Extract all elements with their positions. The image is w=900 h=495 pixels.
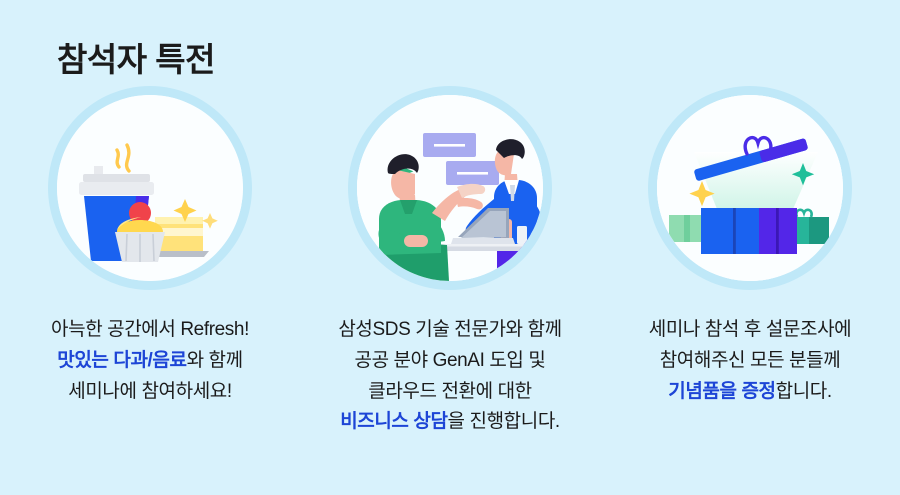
illustration-circle-souvenir xyxy=(657,95,843,281)
caption-text: 와 함께 xyxy=(186,349,244,371)
blue-person-tie xyxy=(510,185,515,201)
open-gift-box-illustration xyxy=(657,95,843,281)
caption-line: 맛있는 다과/음료와 함께 xyxy=(5,346,295,377)
desk-icon xyxy=(401,244,543,251)
caption-line: 아늑한 공간에서 Refresh! xyxy=(5,315,295,346)
caption-line: 클라우드 전환에 대한 xyxy=(305,377,595,408)
cake-slice-icon xyxy=(150,217,209,257)
person-green-shirt-icon xyxy=(378,154,486,281)
green-person-raised-arm xyxy=(432,187,469,221)
caption-line: 세미나 참석 후 설문조사에 xyxy=(605,315,895,346)
laptop-icon xyxy=(451,208,515,244)
ribbon-bow-icon xyxy=(743,136,773,156)
green-person-hand-lower xyxy=(456,198,483,210)
caption-text: 을 진행합니다. xyxy=(447,411,561,433)
caption-line: 세미나에 참여하세요! xyxy=(5,377,295,408)
cup-icon xyxy=(517,226,527,244)
cupcake-icon xyxy=(115,202,165,262)
caption-text: 참여해주신 모든 분들께 xyxy=(659,349,841,371)
illustration-circle-consulting xyxy=(357,95,543,281)
caption-text: 공공 분야 GenAI 도입 및 xyxy=(354,349,546,371)
cup-tab-icon xyxy=(94,166,103,175)
speech-bubble-icon xyxy=(423,133,499,185)
green-person-collar xyxy=(400,200,417,214)
caption-line: 공공 분야 GenAI 도입 및 xyxy=(305,346,595,377)
caption-line: 참여해주신 모든 분들께 xyxy=(605,346,895,377)
cup-lid-icon xyxy=(79,182,154,195)
caption-highlight: 맛있는 다과/음료 xyxy=(57,349,187,371)
green-person-hand-upper xyxy=(457,183,486,198)
page-title: 참석자 특전 xyxy=(57,41,215,78)
illustration-clip xyxy=(357,95,543,281)
green-person-face xyxy=(391,170,415,200)
caption-highlight: 기념품을 증정 xyxy=(668,380,776,402)
caption-text: 세미나에 참여하세요! xyxy=(68,380,232,402)
illustration-circle-refreshments xyxy=(57,95,243,281)
caption-line: 삼성SDS 기술 전문가와 함께 xyxy=(305,315,595,346)
gift-box-icon xyxy=(701,208,797,254)
caption-text: 클라우드 전환에 대한 xyxy=(368,380,532,402)
green-person-hair xyxy=(387,154,419,174)
business-consultation-illustration xyxy=(357,95,543,281)
caption-text: 세미나 참석 후 설문조사에 xyxy=(648,319,852,340)
caption-text: 합니다. xyxy=(775,380,833,402)
caption-line: 비즈니스 상담을 진행합니다. xyxy=(305,407,595,438)
caption-line: 기념품을 증정합니다. xyxy=(605,377,895,408)
sparkle-icon xyxy=(173,199,218,229)
caption-highlight: 비즈니스 상담 xyxy=(340,411,448,433)
coffee-cup-and-desserts-illustration xyxy=(79,143,218,262)
caption-text: 아늑한 공간에서 Refresh! xyxy=(51,319,249,340)
illustration-clip xyxy=(657,95,843,281)
cup-lid-top-icon xyxy=(83,174,150,182)
illustration-clip xyxy=(57,95,243,281)
steam-icon xyxy=(115,143,131,173)
green-person-hand xyxy=(404,235,428,247)
caption-text: 삼성SDS 기술 전문가와 함께 xyxy=(338,319,562,340)
gift-lid-icon xyxy=(694,138,808,181)
sparkle-icon xyxy=(689,163,815,207)
blue-person-hair xyxy=(496,139,525,159)
